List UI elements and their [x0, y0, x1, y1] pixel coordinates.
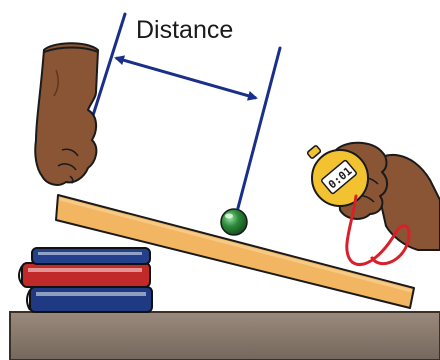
left-hand [34, 42, 99, 186]
end-line [236, 46, 282, 210]
stopwatch-cord [345, 194, 411, 266]
book-stack [18, 247, 153, 313]
stopwatch: 0:01 [306, 145, 369, 207]
table [9, 311, 440, 360]
distance-arrow [114, 55, 258, 101]
distance-label: Distance [136, 16, 233, 44]
ramp [55, 194, 415, 309]
marble-ball [220, 208, 248, 236]
